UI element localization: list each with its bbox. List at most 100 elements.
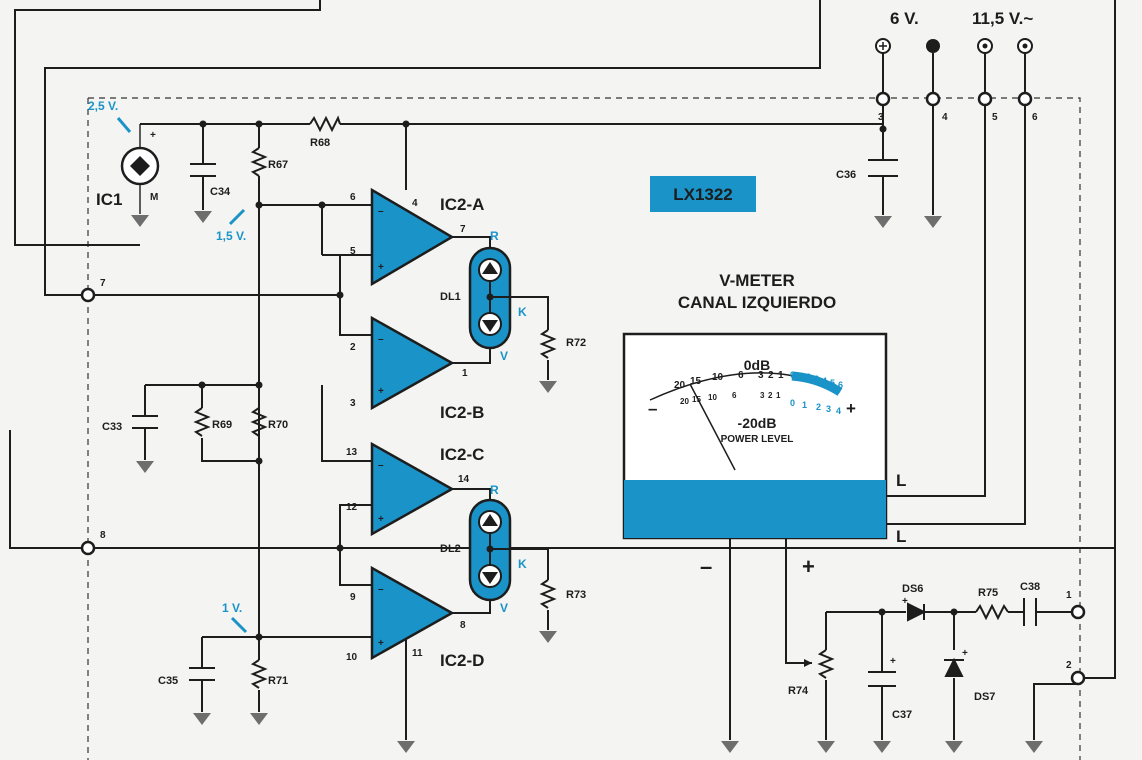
meter-subtitle: CANAL IZQUIERDO	[678, 293, 836, 312]
label-ic2-c: IC2-C	[440, 445, 484, 464]
label-c37: C37	[892, 709, 912, 721]
label-r69: R69	[212, 419, 232, 431]
svg-text:+: +	[802, 554, 815, 579]
label-c33: C33	[102, 421, 122, 433]
svg-text:+: +	[846, 399, 856, 418]
svg-text:4: 4	[836, 406, 841, 416]
svg-text:L: L	[896, 471, 906, 490]
svg-text:3: 3	[760, 391, 765, 400]
label-ic2-d: IC2-D	[440, 651, 484, 670]
label-ds7: DS7	[974, 691, 995, 703]
label-r74: R74	[788, 685, 809, 697]
label-1-5v: 1,5 V.	[216, 229, 246, 243]
svg-text:+: +	[378, 262, 384, 273]
svg-text:–: –	[648, 399, 657, 418]
svg-text:–: –	[700, 554, 712, 579]
svg-text:5: 5	[830, 378, 835, 388]
label-c34: C34	[210, 186, 231, 198]
svg-text:2: 2	[350, 342, 356, 353]
svg-text:8: 8	[460, 620, 466, 631]
svg-text:+: +	[902, 596, 908, 607]
svg-text:M: M	[150, 192, 158, 203]
label-6v: 6 V.	[890, 9, 919, 28]
svg-text:3: 3	[878, 112, 884, 123]
svg-text:1: 1	[1066, 590, 1072, 601]
svg-text:R: R	[490, 229, 499, 243]
svg-text:15: 15	[690, 376, 702, 387]
svg-text:+: +	[150, 130, 156, 141]
label-c35: C35	[158, 675, 178, 687]
label-r73: R73	[566, 589, 586, 601]
wire-top-loop	[14, 0, 321, 246]
board-outline	[88, 97, 1081, 760]
label-r68: R68	[310, 137, 330, 149]
label-r70: R70	[268, 419, 288, 431]
label-ic2-a: IC2-A	[440, 195, 484, 214]
label-2-5v: 2,5 V.	[88, 99, 118, 113]
pcb-code: LX1322	[673, 185, 733, 204]
label-r67: R67	[268, 159, 288, 171]
svg-text:6: 6	[1032, 112, 1038, 123]
terminal-6v	[875, 38, 1033, 54]
v-meter	[622, 332, 888, 540]
label-r71: R71	[268, 675, 288, 687]
label-r75: R75	[978, 587, 998, 599]
svg-text:–: –	[378, 460, 384, 471]
opamp-ic2-a	[370, 187, 455, 287]
svg-text:5: 5	[992, 112, 998, 123]
label-c36: C36	[836, 169, 856, 181]
svg-text:1: 1	[798, 371, 803, 381]
svg-text:+: +	[962, 648, 968, 659]
svg-text:–: –	[378, 584, 384, 595]
svg-text:1: 1	[462, 368, 468, 379]
svg-text:6: 6	[732, 391, 737, 400]
svg-text:2: 2	[768, 391, 773, 400]
svg-text:V: V	[500, 349, 508, 363]
label-ic2-b: IC2-B	[440, 403, 484, 422]
svg-text:3: 3	[826, 404, 831, 414]
connector-row	[875, 91, 1033, 107]
svg-text:1: 1	[776, 391, 781, 400]
svg-text:13: 13	[346, 447, 358, 458]
scale-top: 20 15 10 6 3 2 1 0 1 2 3 4 5 6	[674, 370, 843, 391]
svg-text:8: 8	[100, 530, 106, 541]
svg-text:7: 7	[100, 278, 106, 289]
svg-text:10: 10	[708, 393, 717, 402]
ic1-reference	[120, 124, 160, 214]
svg-text:2: 2	[816, 402, 821, 412]
svg-text:6: 6	[838, 380, 843, 390]
svg-text:2: 2	[806, 372, 811, 382]
scale-bottom: 20 15 10 6 3 2 1 0 1 2 3 4	[680, 391, 841, 416]
svg-text:+: +	[890, 656, 896, 667]
svg-text:0: 0	[790, 398, 795, 408]
svg-text:0: 0	[790, 370, 795, 380]
label-dl1: DL1	[440, 291, 461, 303]
svg-text:L: L	[896, 527, 906, 546]
label-ds6: DS6	[902, 583, 923, 595]
svg-text:14: 14	[458, 474, 470, 485]
label-c38: C38	[1020, 581, 1040, 593]
svg-text:+: +	[378, 386, 384, 397]
wire-loop-3	[9, 0, 1116, 549]
svg-text:4: 4	[942, 112, 948, 123]
wire-right-ext	[1078, 0, 1116, 679]
meter-power-level: POWER LEVEL	[721, 434, 794, 445]
svg-text:11: 11	[412, 648, 423, 659]
wire-loop-2	[44, 0, 821, 296]
pcb-code-badge	[650, 176, 756, 212]
svg-text:6: 6	[738, 370, 744, 381]
svg-text:3: 3	[350, 398, 356, 409]
opamp-ic2-b	[370, 315, 455, 411]
svg-text:20: 20	[680, 397, 689, 406]
svg-text:2: 2	[1066, 660, 1072, 671]
svg-text:3: 3	[758, 370, 764, 381]
svg-text:20: 20	[674, 380, 686, 391]
svg-text:4: 4	[822, 376, 827, 386]
svg-text:4: 4	[412, 198, 418, 209]
svg-text:6: 6	[350, 192, 356, 203]
svg-text:–: –	[378, 334, 384, 345]
svg-text:1: 1	[778, 370, 784, 381]
svg-text:K: K	[518, 305, 527, 319]
meter-minus20db: -20dB	[738, 415, 777, 431]
